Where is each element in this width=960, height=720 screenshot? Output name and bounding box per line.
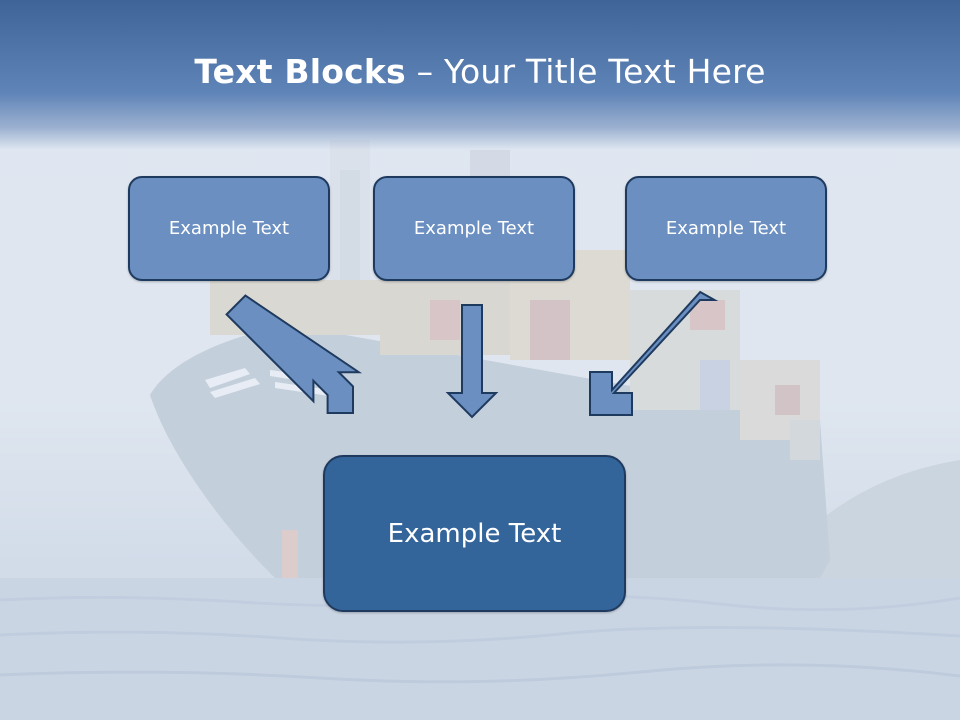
title-bold-part: Text Blocks: [194, 52, 406, 91]
slide-title: Text Blocks – Your Title Text Here: [0, 52, 960, 91]
text-box-center[interactable]: Example Text: [373, 176, 575, 281]
arrow-right: [589, 290, 719, 416]
text-box-right-label: Example Text: [665, 218, 787, 239]
arrow-left: [225, 294, 363, 414]
text-box-left-label: Example Text: [168, 218, 290, 239]
arrow-center: [445, 304, 499, 419]
text-box-main-label: Example Text: [387, 518, 562, 549]
header-band: [0, 0, 960, 150]
text-box-center-label: Example Text: [413, 218, 535, 239]
title-rest-part: – Your Title Text Here: [405, 52, 766, 91]
text-box-right[interactable]: Example Text: [625, 176, 827, 281]
text-box-main[interactable]: Example Text: [323, 455, 626, 612]
text-box-left[interactable]: Example Text: [128, 176, 330, 281]
